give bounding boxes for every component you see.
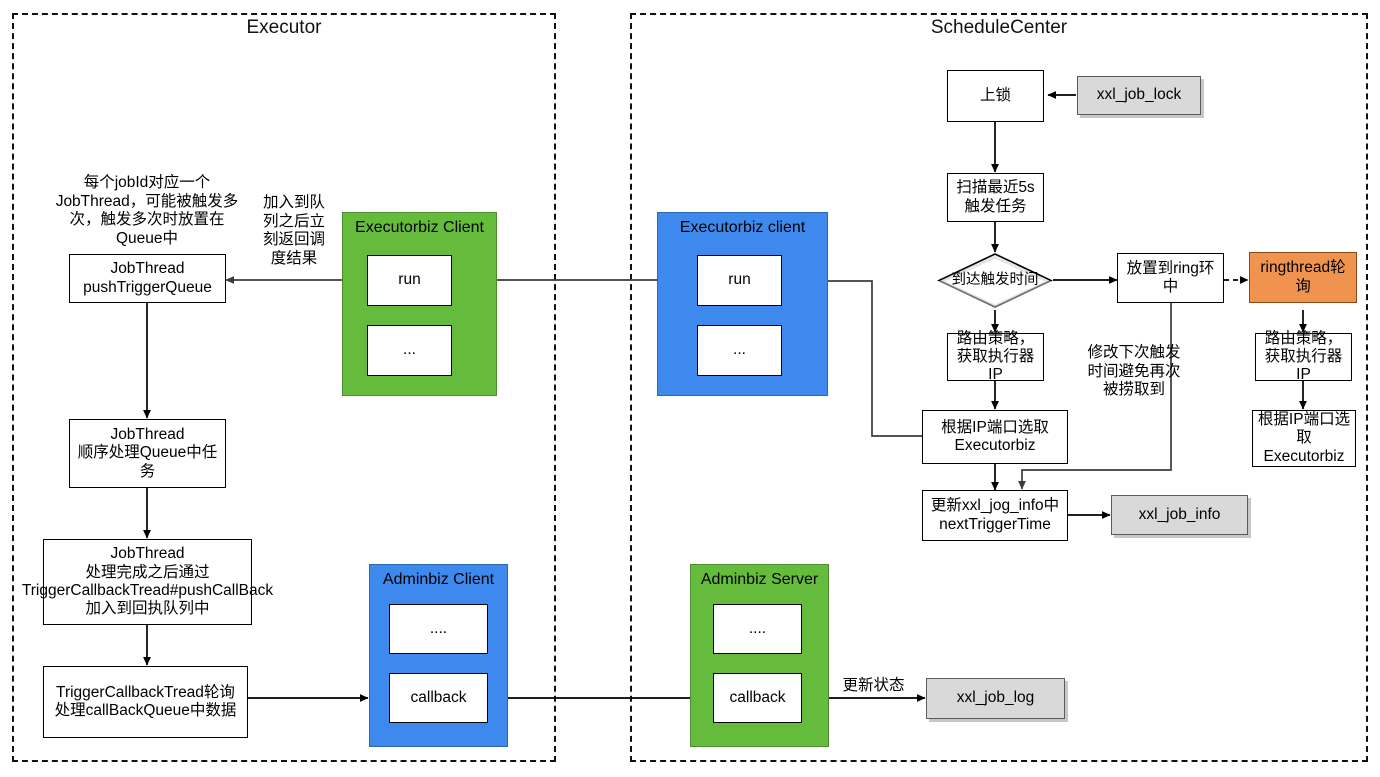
- node-decision-trigger-time: 到达触发时间: [937, 252, 1053, 309]
- node-schedulecenter-ellipsis: ...: [697, 325, 782, 376]
- node-place-ring: 放置到ring环中: [1117, 253, 1224, 303]
- node-lock: 上锁: [947, 70, 1044, 122]
- node-scan-recent-5s: 扫描最近5s触发任务: [947, 173, 1044, 222]
- node-push-trigger-queue: JobThread pushTriggerQueue: [69, 254, 226, 303]
- node-executor-run[interactable]: run: [367, 255, 452, 306]
- node-executor-ellipsis: ...: [367, 325, 452, 376]
- node-adminbiz-client-ellipsis: ....: [389, 604, 488, 654]
- note-update-status: 更新状态: [842, 677, 905, 694]
- group-adminbiz-client-label: Adminbiz Client: [382, 571, 495, 588]
- store-xxl-job-log: xxl_job_log: [926, 678, 1065, 719]
- note-queue-return: 加入到队列之后立刻返回调度结果: [262, 194, 325, 267]
- group-adminbiz-server-label: Adminbiz Server: [700, 571, 819, 588]
- note-modify-next-trigger: 修改下次触发时间避免再次被捞取到: [1087, 344, 1181, 399]
- node-adminbiz-server-callback[interactable]: callback: [713, 673, 802, 723]
- node-adminbiz-server-ellipsis: ....: [713, 604, 802, 654]
- store-xxl-job-lock: xxl_job_lock: [1077, 76, 1201, 115]
- node-ringthread-poll: ringthread轮询: [1249, 252, 1357, 303]
- panel-schedulecenter: [630, 13, 1368, 762]
- panel-executor-title: Executor: [246, 17, 322, 38]
- panel-schedulecenter-title: ScheduleCenter: [930, 17, 1068, 38]
- node-process-queue: JobThread 顺序处理Queue中任务: [69, 419, 226, 488]
- node-route-strategy-left: 路由策略，获取执行器IP: [947, 330, 1044, 383]
- panel-executor: [12, 13, 556, 762]
- node-schedulecenter-run[interactable]: run: [697, 255, 782, 306]
- note-jobthread-multi: 每个jobId对应一个JobThread，可能被触发多次，触发多次时放置在Que…: [55, 174, 239, 247]
- node-pick-executorbiz-left: 根据IP端口选取Executorbiz: [922, 410, 1068, 464]
- node-poll-callback-queue: TriggerCallbackTread轮询处理callBackQueue中数据: [43, 666, 248, 738]
- group-executorbiz-client-schedulecenter-label: Executorbiz client: [679, 219, 806, 236]
- node-route-strategy-right: 路由策略，获取执行器IP: [1255, 330, 1352, 383]
- node-pick-executorbiz-right: 根据IP端口选取Executorbiz: [1252, 410, 1356, 467]
- group-executorbiz-client-executor-label: Executorbiz Client: [355, 219, 484, 236]
- node-decision-trigger-time-label: 到达触发时间: [951, 272, 1039, 289]
- store-xxl-job-info: xxl_job_info: [1111, 495, 1248, 535]
- node-push-callback: JobThread 处理完成之后通过TriggerCallbackTread#p…: [22, 539, 273, 625]
- node-adminbiz-client-callback[interactable]: callback: [389, 673, 488, 723]
- node-update-next-trigger-time: 更新xxl_jog_info中nextTriggerTime: [922, 490, 1068, 541]
